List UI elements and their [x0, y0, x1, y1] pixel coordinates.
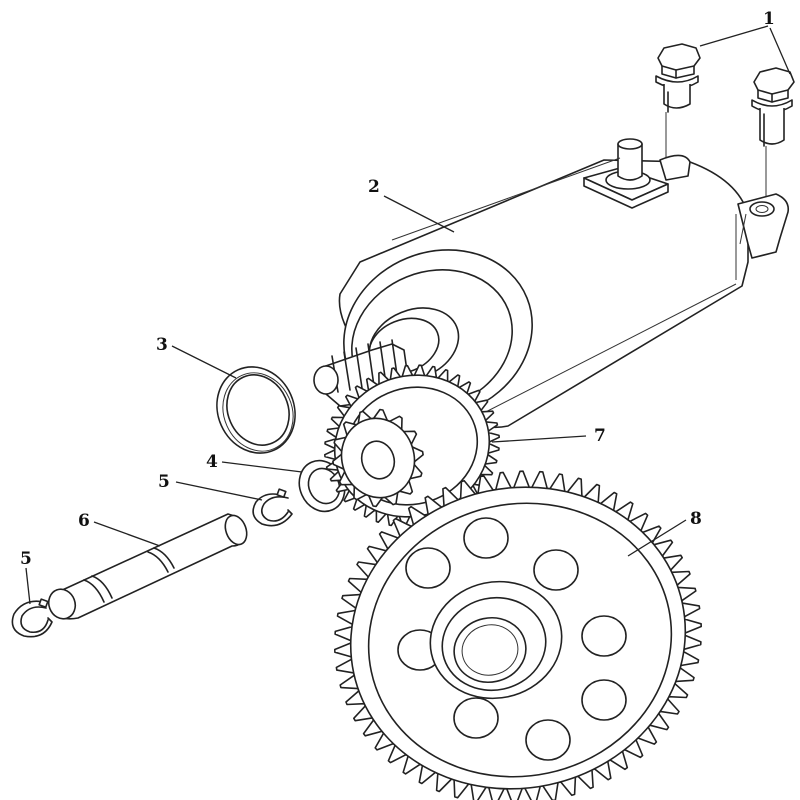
callout-6: 6	[78, 511, 90, 531]
reduction-gear-compound	[324, 364, 500, 528]
idler-shaft	[47, 513, 248, 620]
callout-3: 3	[156, 335, 168, 355]
callout-2: 2	[368, 177, 380, 197]
callout-7: 7	[594, 426, 606, 446]
callout-8: 8	[690, 509, 702, 529]
callout-4: 4	[206, 452, 218, 472]
callout-5-lower: 5	[20, 549, 32, 569]
circlip-left	[11, 598, 53, 638]
callout-5-upper: 5	[158, 472, 170, 492]
callout-leaders	[25, 25, 791, 605]
callout-1: 1	[763, 9, 775, 29]
circlip-right	[252, 488, 293, 527]
large-driven-gear	[334, 470, 702, 800]
bolt-right	[751, 67, 795, 147]
bolt-left	[655, 43, 701, 113]
o-ring-gasket	[216, 366, 296, 454]
